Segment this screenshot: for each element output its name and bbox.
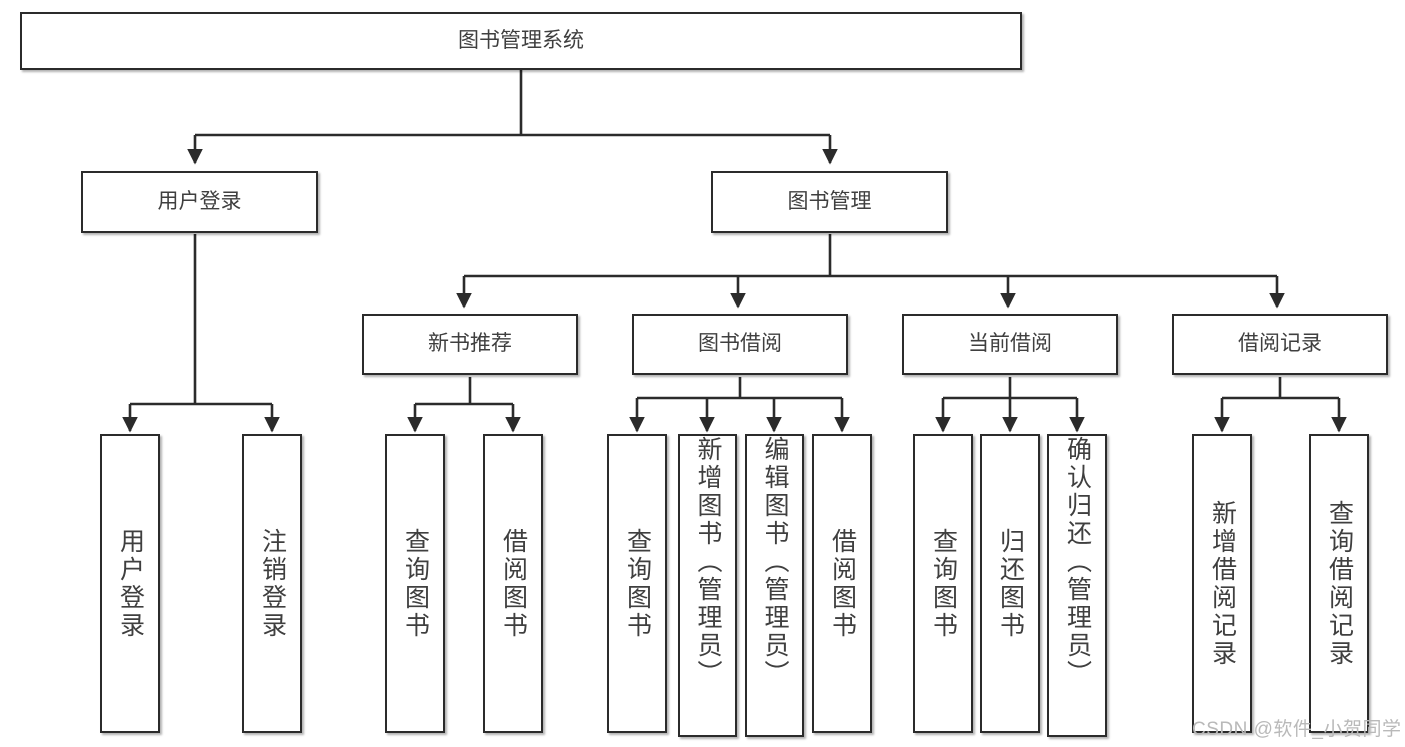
node-borrow-record-label: 借阅记录	[1238, 332, 1322, 356]
node-leaf-borrow-book-2-label: 借阅图书	[828, 527, 857, 640]
node-current-borrow[interactable]: 当前借阅	[902, 314, 1118, 375]
node-leaf-return-book-label: 归还图书	[996, 527, 1025, 640]
node-borrow-record[interactable]: 借阅记录	[1172, 314, 1388, 375]
node-leaf-add-book[interactable]: 新增图书（管理员）	[678, 434, 737, 737]
node-new-book-recommend[interactable]: 新书推荐	[362, 314, 578, 375]
node-leaf-logout-login[interactable]: 注销登录	[242, 434, 302, 733]
node-leaf-add-book-label: 新增图书（管理员）	[694, 436, 722, 688]
node-leaf-user-login[interactable]: 用户登录	[100, 434, 160, 733]
node-leaf-query-book-2[interactable]: 查询图书	[607, 434, 667, 733]
node-book-management-label: 图书管理	[787, 189, 872, 213]
node-leaf-add-record[interactable]: 新增借阅记录	[1192, 434, 1252, 733]
node-book-borrow-label: 图书借阅	[698, 332, 782, 356]
node-leaf-query-record-label: 查询借阅记录	[1325, 499, 1354, 668]
node-leaf-confirm-return-label: 确认归还（管理员）	[1063, 436, 1092, 688]
node-root[interactable]: 图书管理系统	[20, 12, 1022, 70]
node-leaf-query-book-1[interactable]: 查询图书	[385, 434, 445, 733]
node-leaf-edit-book[interactable]: 编辑图书（管理员）	[745, 434, 804, 737]
node-leaf-logout-login-label: 注销登录	[258, 527, 287, 640]
node-leaf-add-record-label: 新增借阅记录	[1208, 499, 1237, 668]
node-leaf-query-book-1-label: 查询图书	[401, 527, 430, 640]
node-leaf-query-book-3-label: 查询图书	[929, 527, 958, 640]
node-leaf-edit-book-label: 编辑图书（管理员）	[761, 436, 789, 688]
node-leaf-return-book[interactable]: 归还图书	[980, 434, 1040, 733]
node-leaf-query-book-3[interactable]: 查询图书	[913, 434, 973, 733]
watermark-text: CSDN @软件_小贺同学	[1192, 719, 1402, 740]
node-book-borrow[interactable]: 图书借阅	[632, 314, 848, 375]
node-leaf-query-record[interactable]: 查询借阅记录	[1309, 434, 1369, 733]
node-leaf-confirm-return[interactable]: 确认归还（管理员）	[1047, 434, 1107, 737]
node-book-management[interactable]: 图书管理	[711, 171, 948, 233]
node-leaf-query-book-2-label: 查询图书	[623, 527, 652, 640]
node-user-login-label: 用户登录	[157, 189, 242, 213]
node-new-book-recommend-label: 新书推荐	[428, 332, 512, 356]
node-root-label: 图书管理系统	[458, 28, 584, 52]
node-leaf-borrow-book-1[interactable]: 借阅图书	[483, 434, 543, 733]
node-leaf-borrow-book-2[interactable]: 借阅图书	[812, 434, 872, 733]
node-user-login[interactable]: 用户登录	[81, 171, 318, 233]
node-current-borrow-label: 当前借阅	[968, 332, 1052, 356]
node-leaf-borrow-book-1-label: 借阅图书	[499, 527, 528, 640]
node-leaf-user-login-label: 用户登录	[116, 527, 145, 640]
